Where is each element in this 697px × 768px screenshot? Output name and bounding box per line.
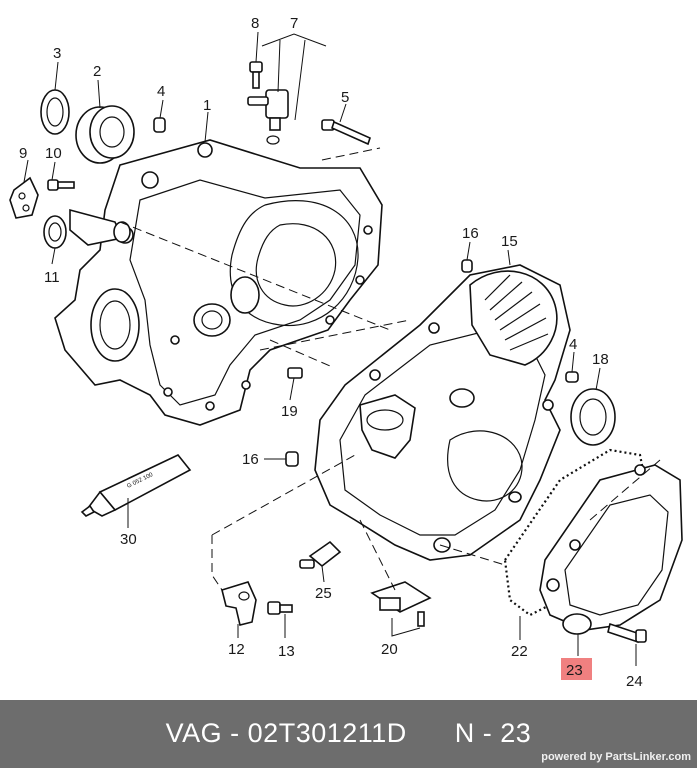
part-number-title: VAG - 02T301211D N - 23	[165, 718, 532, 748]
sealant-tube-part-30[interactable]: G 052 100	[80, 454, 192, 517]
callout-23[interactable]: 23	[566, 662, 583, 679]
callout-24[interactable]: 24	[626, 673, 643, 690]
callout-19[interactable]: 19	[281, 403, 298, 420]
callout-25[interactable]: 25	[315, 585, 332, 602]
gearbox-housing-right[interactable]	[314, 264, 571, 561]
shaft	[69, 208, 131, 246]
callout-7[interactable]: 7	[290, 15, 298, 32]
ring-part-11[interactable]	[43, 215, 67, 249]
callout-16[interactable]: 16	[462, 225, 479, 242]
dash-lines	[119, 147, 661, 591]
callout-8[interactable]: 8	[251, 15, 259, 32]
callout-3[interactable]: 3	[53, 45, 61, 62]
callout-11[interactable]: 11	[44, 269, 60, 286]
bolt-part-13[interactable]	[267, 601, 293, 615]
parts-diagram: G 052 100	[9, 15, 683, 690]
bolt-part-5[interactable]	[321, 119, 371, 146]
callout-12[interactable]: 12	[228, 641, 245, 658]
clip-part-19[interactable]	[287, 367, 303, 379]
callout-2[interactable]: 2	[93, 63, 101, 80]
footer-bar: VAG - 02T301211D N - 23 powered by Parts…	[0, 700, 697, 768]
bracket-part-12[interactable]	[221, 581, 257, 626]
ring-part-18[interactable]	[570, 388, 616, 446]
callout-10[interactable]: 10	[45, 145, 62, 162]
callout-16b[interactable]: 16	[242, 451, 259, 468]
sensor-part-25[interactable]	[299, 540, 342, 569]
bolt-part-24[interactable]	[607, 622, 647, 644]
callout-30[interactable]: 30	[120, 531, 137, 548]
cover-part-23[interactable]	[539, 464, 683, 635]
callout-15[interactable]: 15	[501, 233, 518, 250]
seal-part-2[interactable]	[75, 105, 135, 164]
sensor-part-7[interactable]	[247, 89, 289, 145]
ring-part-3[interactable]	[40, 89, 70, 135]
callout-4b[interactable]: 4	[569, 336, 577, 353]
callout-4[interactable]: 4	[157, 83, 165, 100]
callout-1[interactable]: 1	[203, 97, 211, 114]
bolt-part-10[interactable]	[47, 179, 75, 191]
callout-18[interactable]: 18	[592, 351, 609, 368]
callout-13[interactable]: 13	[278, 643, 295, 660]
plate-part-9[interactable]	[9, 176, 39, 219]
pin-part-4b[interactable]	[565, 371, 579, 383]
callout-9[interactable]: 9	[19, 145, 27, 162]
callout-5[interactable]: 5	[341, 89, 349, 106]
callouts: 1 2 3 4 4 5 7 8 9 10 11 12 13 15 16 16 1…	[19, 15, 643, 690]
gasket-part-22[interactable]	[503, 448, 647, 617]
callout-20[interactable]: 20	[381, 641, 398, 658]
bracket-part-20[interactable]	[370, 581, 432, 627]
highlight-box	[561, 658, 592, 680]
callout-22[interactable]: 22	[511, 643, 528, 660]
leader-lines	[23, 31, 637, 666]
bolt-part-8[interactable]	[249, 61, 263, 89]
powered-by-link[interactable]: powered by PartsLinker.com	[541, 751, 691, 763]
gearbox-housing-part-1[interactable]	[54, 139, 383, 426]
pin-part-4[interactable]	[153, 117, 166, 133]
